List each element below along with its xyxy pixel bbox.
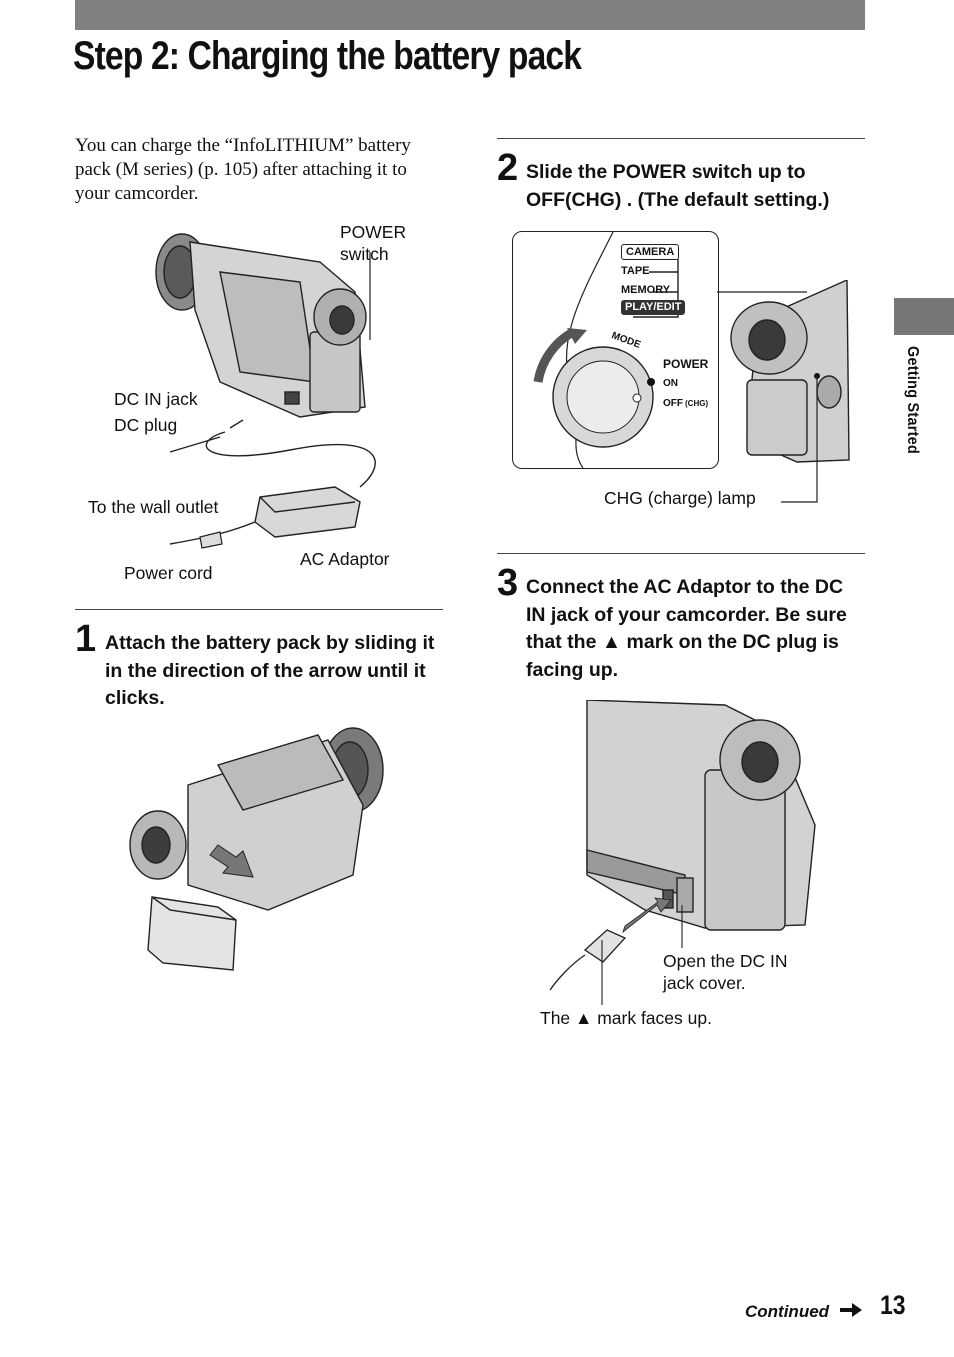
mark-faces-up-label: The ▲ mark faces up. — [540, 1008, 712, 1028]
power-off-label: OFF — [663, 398, 683, 409]
step-3-text: Connect the AC Adaptor to the DC IN jack… — [526, 576, 847, 681]
intro-paragraph: You can charge the “InfoLITHIUM” battery… — [75, 135, 411, 204]
step-2-text: Slide the POWER switch up to OFF(CHG) . … — [526, 161, 830, 211]
dc-plug-label: DC plug — [114, 415, 178, 435]
mode-memory: MEMORY — [621, 284, 671, 296]
camcorder-rear-illustration — [717, 280, 850, 503]
power-label: POWER — [663, 357, 709, 371]
step-1-rule — [75, 609, 443, 610]
camcorder-charging-illustration — [155, 233, 376, 549]
section-tab-marker — [894, 298, 954, 335]
mode-camera: CAMERA — [621, 244, 680, 260]
wall-outlet-label: To the wall outlet — [88, 497, 219, 517]
step-2-rule — [497, 138, 865, 139]
page-number: 13 — [880, 1290, 906, 1320]
mode-tape: TAPE — [621, 265, 650, 277]
continued-arrow-icon — [840, 1303, 862, 1317]
ac-adaptor-label: AC Adaptor — [300, 549, 390, 569]
step-2-number: 2 — [497, 147, 519, 189]
dc-in-jack-label: DC IN jack — [114, 389, 198, 409]
page-title: Step 2: Charging the battery pack — [73, 34, 582, 78]
step-1-text: Attach the battery pack by sliding it in… — [105, 632, 435, 709]
power-dial-inset: CAMERA TAPE MEMORY PLAY/EDIT MODE POWER … — [512, 231, 719, 469]
step-3-number: 3 — [497, 562, 519, 604]
open-jack-cover-label: Open the DC IN jack cover. — [663, 951, 788, 993]
section-tab-label: Getting Started — [904, 346, 921, 455]
header-bar — [75, 0, 865, 30]
step-3-rule — [497, 553, 865, 554]
mode-dial-illustration — [533, 232, 679, 468]
mode-play-edit: PLAY/EDIT — [621, 300, 686, 315]
power-on-label: ON — [663, 378, 678, 389]
power-cord-label: Power cord — [124, 563, 213, 583]
power-switch-label: POWER switch — [340, 222, 407, 264]
power-chg-label: (CHG) — [685, 399, 709, 408]
step-1-number: 1 — [75, 618, 97, 660]
dc-plug-connection-illustration — [549, 700, 816, 1005]
battery-attach-illustration — [129, 727, 384, 971]
chg-lamp-label: CHG (charge) lamp — [604, 488, 756, 508]
continued-label: Continued — [745, 1302, 830, 1321]
